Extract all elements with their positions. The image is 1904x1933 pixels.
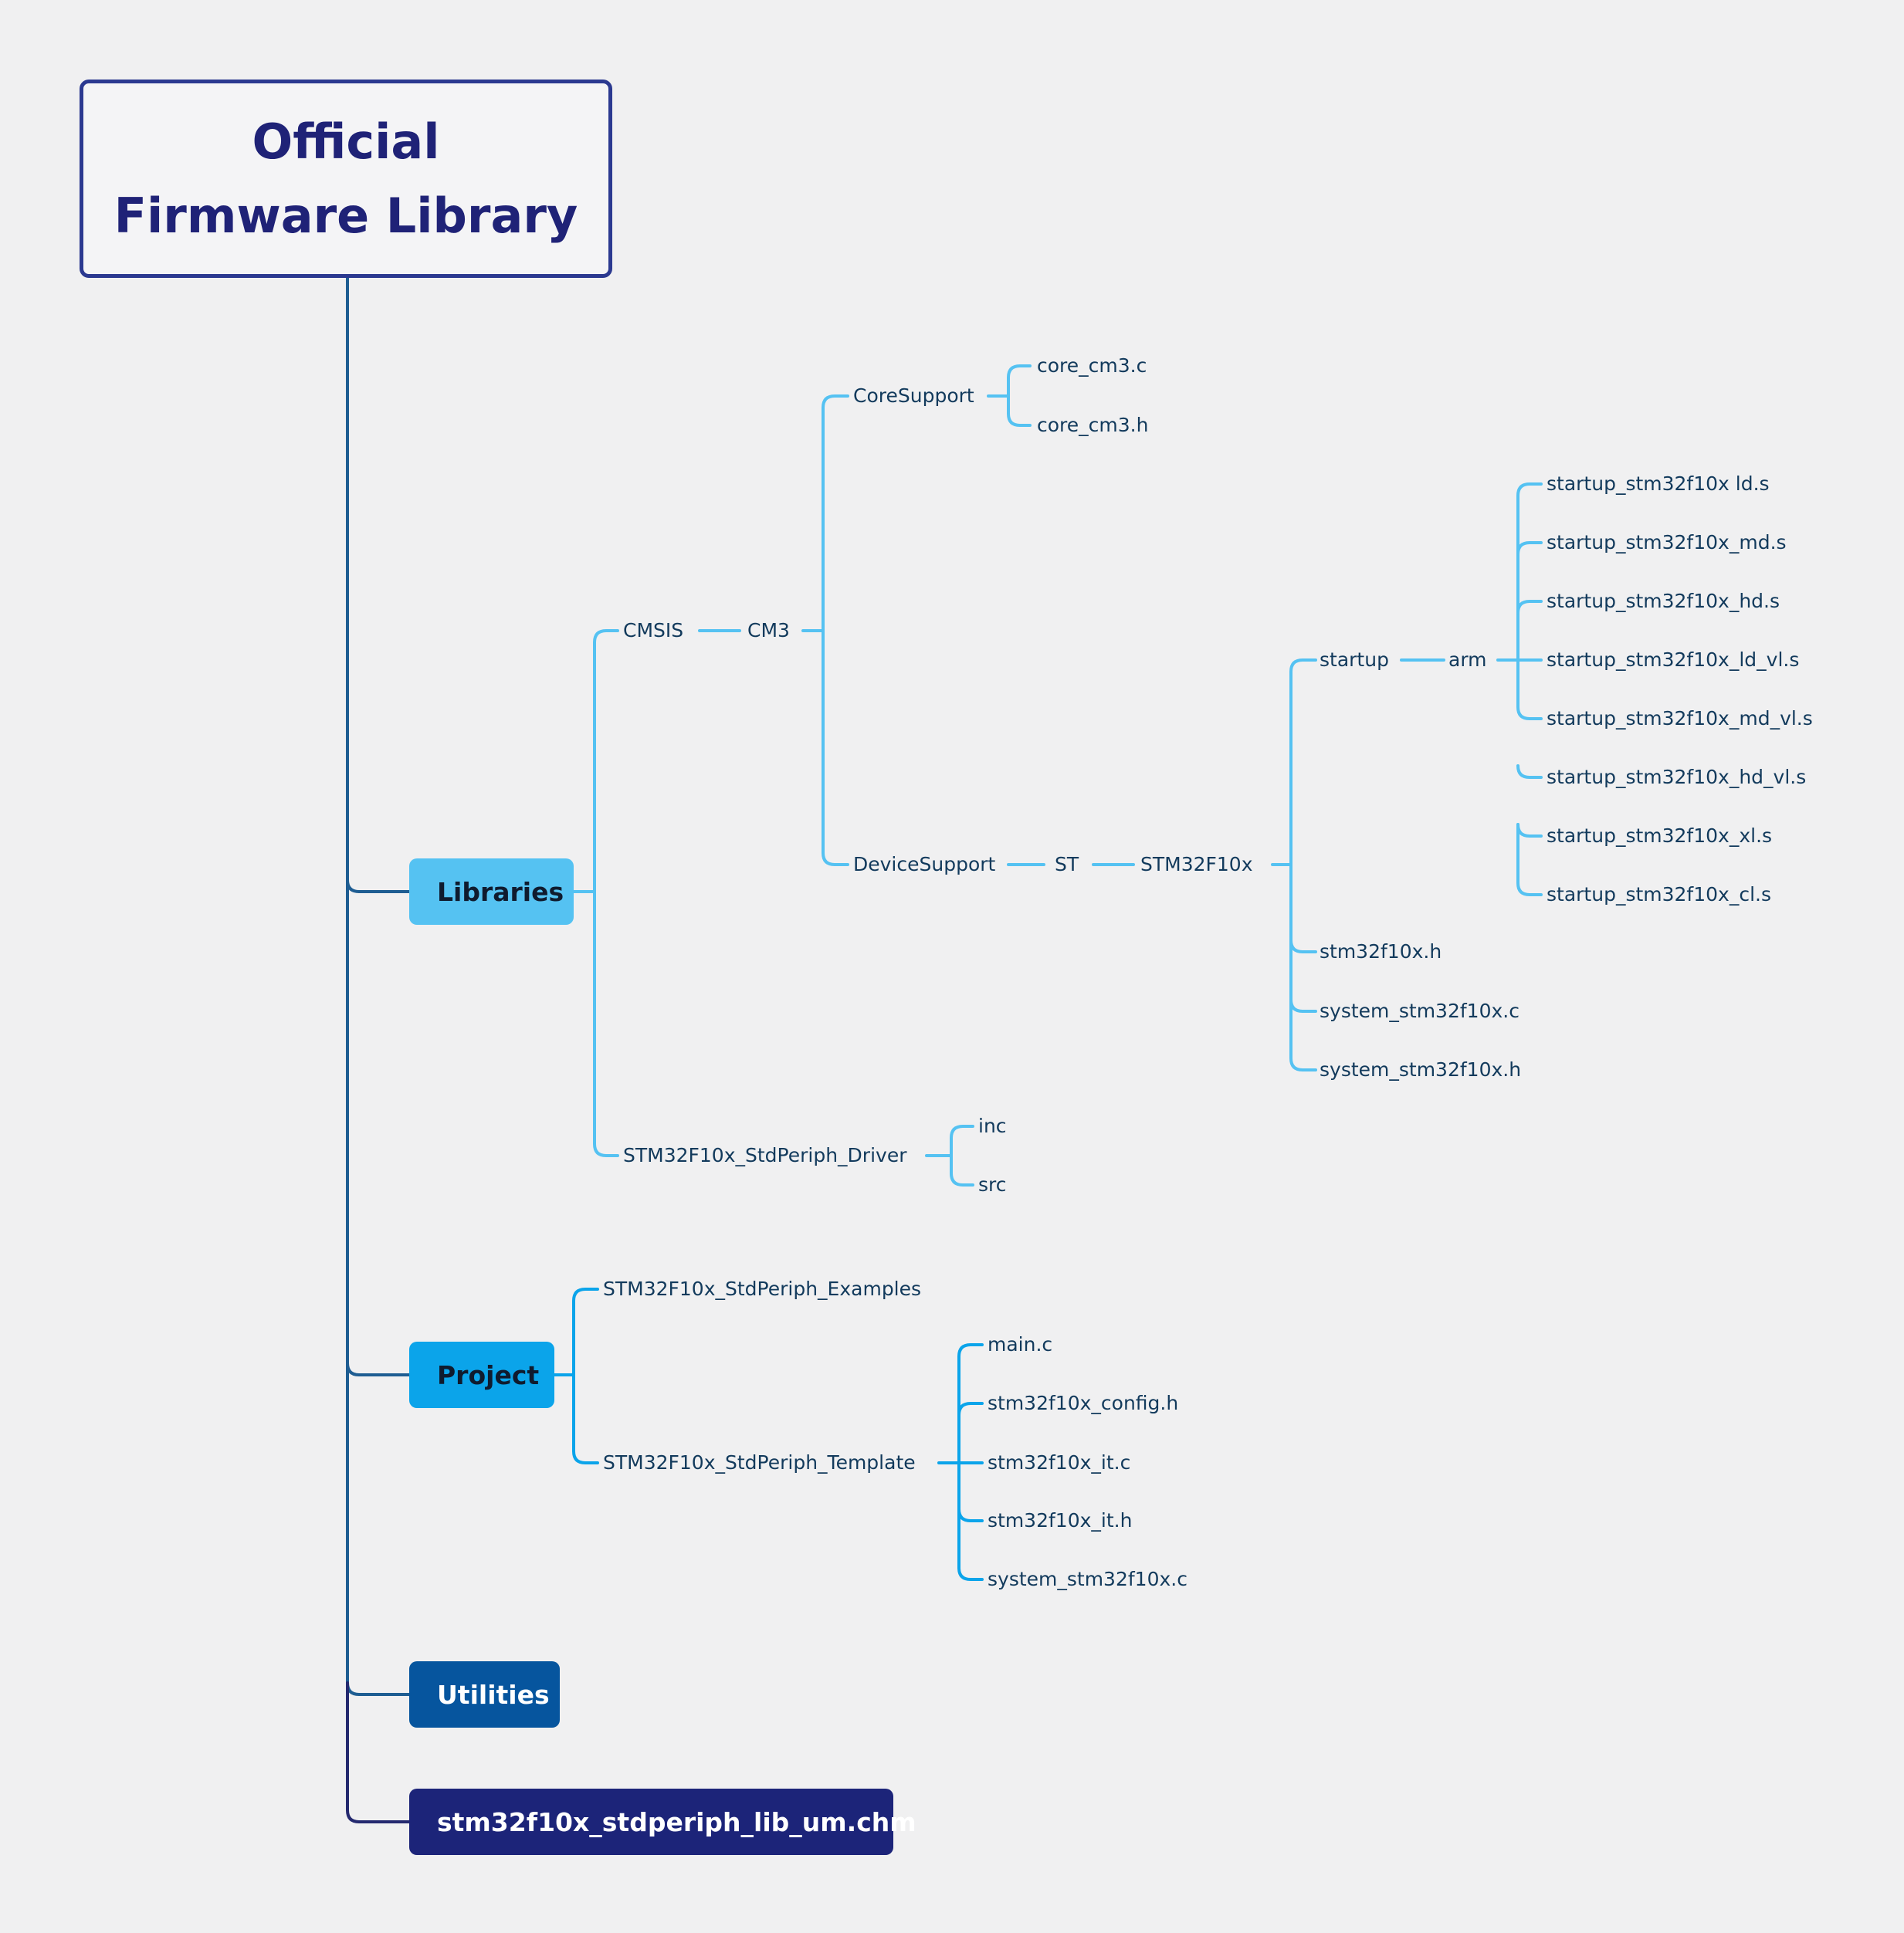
link-examples [572, 1288, 599, 1376]
node-startup[interactable]: startup [1318, 647, 1391, 673]
trunk-chm [346, 1681, 411, 1823]
node-utilities-label: Utilities [437, 1679, 550, 1710]
node-cmsis[interactable]: CMSIS [622, 618, 686, 644]
file-startup-8[interactable]: startup_stm32f10x_cl.s [1545, 882, 1774, 908]
link-arm-3 [1516, 600, 1543, 614]
file-core-cm3-h[interactable]: core_cm3.h [1035, 412, 1150, 438]
file-system-stm32f10x-h[interactable]: system_stm32f10x.h [1318, 1057, 1523, 1083]
file-stm32f10x-h[interactable]: stm32f10x.h [1318, 939, 1444, 965]
link-arm-5 [1516, 658, 1543, 720]
link-cmsis [593, 629, 619, 893]
node-cm3[interactable]: CM3 [746, 618, 791, 644]
node-stdperiph-template[interactable]: STM32F10x_StdPeriph_Template [601, 1450, 917, 1476]
link-stm32f10x-h [1289, 863, 1317, 953]
file-startup-7[interactable]: startup_stm32f10x_xl.s [1545, 823, 1774, 849]
link-arm-7 [1516, 823, 1543, 838]
node-chm-label: stm32f10x_stdperiph_lib_um.chm [437, 1806, 916, 1837]
node-project[interactable]: Project [409, 1342, 554, 1408]
file-stm32f10x-it-c[interactable]: stm32f10x_it.c [986, 1450, 1133, 1476]
file-startup-2[interactable]: startup_stm32f10x_md.s [1545, 530, 1788, 556]
file-system-stm32f10x-c-template[interactable]: system_stm32f10x.c [986, 1566, 1189, 1593]
folder-inc[interactable]: inc [977, 1113, 1008, 1139]
node-devicesupport[interactable]: DeviceSupport [852, 851, 998, 878]
root-node[interactable]: Official Firmware Library [80, 80, 612, 278]
link-tpl-4 [957, 1508, 984, 1522]
file-system-stm32f10x-c[interactable]: system_stm32f10x.c [1318, 998, 1521, 1024]
link-arm-1 [1516, 482, 1543, 662]
node-stm32f10x[interactable]: STM32F10x [1139, 851, 1255, 878]
link-arm-8 [1516, 823, 1543, 896]
trunk-utilities [346, 1362, 411, 1696]
node-st[interactable]: ST [1053, 851, 1081, 878]
file-stm32f10x-it-h[interactable]: stm32f10x_it.h [986, 1508, 1134, 1534]
link-system-h [1289, 863, 1317, 1071]
node-chm[interactable]: stm32f10x_stdperiph_lib_um.chm [409, 1789, 916, 1855]
root-title: Official Firmware Library [113, 113, 578, 244]
link-inc [950, 1125, 974, 1157]
file-startup-4[interactable]: startup_stm32f10x_ld_vl.s [1545, 647, 1801, 673]
link-src [950, 1154, 974, 1187]
file-stm32f10x-config-h[interactable]: stm32f10x_config.h [986, 1390, 1181, 1417]
link-core-c [1007, 364, 1032, 398]
node-stdperiph-driver[interactable]: STM32F10x_StdPeriph_Driver [622, 1143, 909, 1169]
link-tpl-1 [957, 1343, 984, 1464]
link-coresupport [822, 394, 849, 632]
file-startup-1[interactable]: startup_stm32f10x ld.s [1545, 471, 1771, 497]
node-project-label: Project [437, 1359, 540, 1390]
node-arm[interactable]: arm [1447, 647, 1489, 673]
file-main-c[interactable]: main.c [986, 1332, 1055, 1358]
node-stdperiph-examples[interactable]: STM32F10x_StdPeriph_Examples [601, 1276, 923, 1302]
link-core-h [1007, 394, 1032, 427]
link-system-c [1289, 863, 1317, 1013]
link-tpl-5 [957, 1461, 984, 1581]
link-driver [593, 890, 619, 1157]
node-libraries[interactable]: Libraries [409, 858, 574, 925]
trunk-project [346, 878, 411, 1376]
link-tpl-2 [957, 1402, 984, 1417]
file-core-cm3-c[interactable]: core_cm3.c [1035, 353, 1149, 379]
node-coresupport[interactable]: CoreSupport [852, 383, 976, 409]
file-startup-5[interactable]: startup_stm32f10x_md_vl.s [1545, 706, 1814, 732]
link-arm-6 [1516, 764, 1543, 779]
link-startup [1289, 658, 1317, 866]
node-libraries-label: Libraries [437, 876, 564, 907]
folder-src[interactable]: src [977, 1172, 1008, 1198]
trunk-libraries [346, 276, 411, 893]
node-utilities[interactable]: Utilities [409, 1661, 560, 1728]
link-devicesupport [822, 629, 849, 866]
file-startup-6[interactable]: startup_stm32f10x_hd_vl.s [1545, 764, 1808, 790]
file-startup-3[interactable]: startup_stm32f10x_hd.s [1545, 588, 1782, 614]
link-arm-2 [1516, 541, 1543, 556]
link-template [572, 1373, 599, 1464]
